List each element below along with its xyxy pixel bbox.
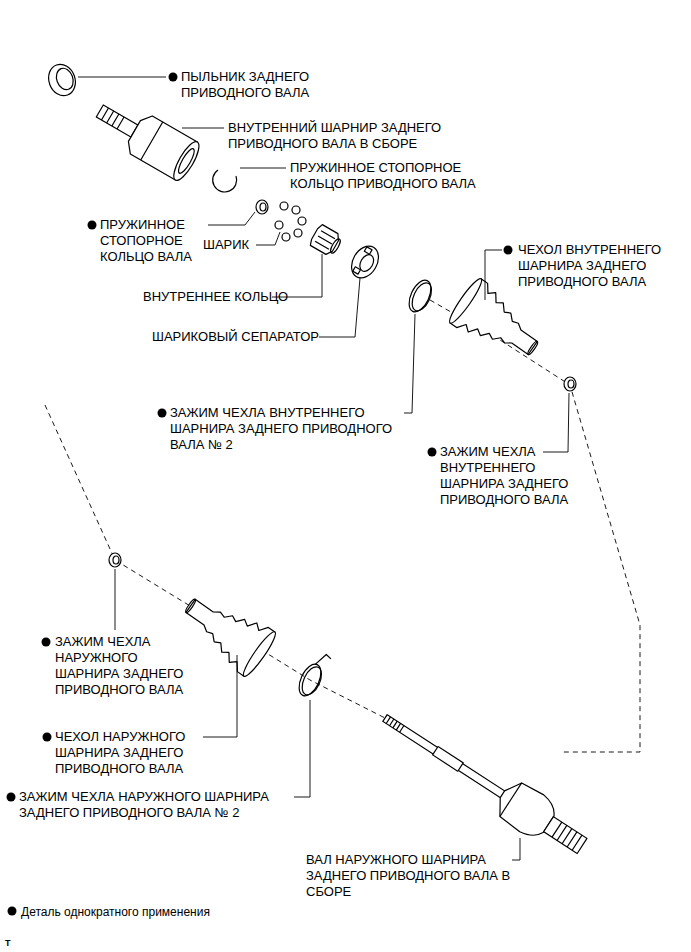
part-label: ПРУЖИННОЕ СТОПОРНОЕ КОЛЬЦО ВАЛА [100, 217, 212, 265]
balls [275, 202, 306, 241]
part-label: ЗАЖИМ ЧЕХЛА ВНУТРЕННЕГО ШАРНИРА ЗАДНЕГО … [170, 405, 408, 453]
part-label: ШАРИК [203, 237, 249, 253]
single-use-dot [7, 73, 513, 802]
part-label: ЗАЖИМ ЧЕХЛА НАРУЖНОГО ШАРНИРА ЗАДНЕГО ПР… [19, 789, 291, 821]
outer-boot-clamp [295, 649, 332, 700]
boot-clamp [405, 277, 437, 316]
legend-dot [6, 905, 18, 917]
part-label: T [5, 938, 11, 948]
legend-text: Деталь однократного применения [21, 905, 210, 919]
dust-seal [44, 61, 79, 100]
legend-item: Деталь однократного применения [6, 905, 210, 920]
part-label: ЗАЖИМ ЧЕХЛА ВНУТРЕННЕГО ШАРНИРА ЗАДНЕГО … [440, 444, 576, 508]
part-label: ЧЕХОЛ НАРУЖНОГО ШАРНИРА ЗАДНЕГО ПРИВОДНО… [55, 729, 201, 777]
part-label: ВАЛ НАРУЖНОГО ШАРНИРА ЗАДНЕГО ПРИВОДНОГО… [306, 852, 532, 900]
outer-joint-shaft [373, 700, 594, 865]
part-label: ВНУТРЕННИЙ ШАРНИР ЗАДНЕГО ПРИВОДНОГО ВАЛ… [228, 120, 463, 152]
inner-boot [446, 276, 550, 371]
outer-boot-clamp-small [109, 553, 121, 567]
assembly-axis [45, 300, 640, 752]
outer-boot [173, 583, 279, 679]
part-label: ЧЕХОЛ ВНУТРЕННЕГО ШАРНИРА ЗАДНЕГО ПРИВОД… [518, 242, 678, 290]
part-label: ШАРИКОВЫЙ СЕПАРАТОР [152, 329, 319, 345]
ball-cage [346, 241, 384, 282]
inner-race [309, 224, 344, 258]
single-use-dot [8, 907, 17, 916]
part-label: ЗАЖИМ ЧЕХЛА НАРУЖНОГО ШАРНИРА ЗАДНЕГО ПР… [55, 634, 191, 698]
snap-ring [213, 170, 237, 192]
boot-clamp-small [564, 377, 576, 391]
part-label: ПРУЖИННОЕ СТОПОРНОЕ КОЛЬЦО ПРИВОДНОГО ВА… [290, 160, 490, 192]
part-label: ВНУТРЕННЕЕ КОЛЬЦО [143, 289, 288, 305]
part-label: ПЫЛЬНИК ЗАДНЕГО ПРИВОДНОГО ВАЛА [181, 69, 331, 101]
inner-joint-housing [89, 92, 204, 184]
shaft-snap-ring [256, 200, 268, 214]
